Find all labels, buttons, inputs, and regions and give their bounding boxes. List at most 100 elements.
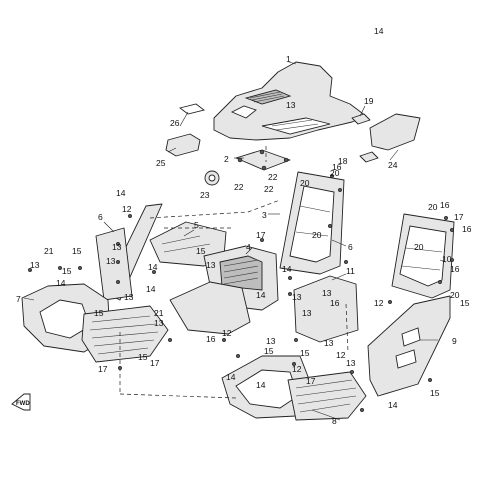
callout-13: 13 — [206, 260, 216, 270]
callout-14: 14 — [56, 278, 66, 288]
callout-3: 3 — [262, 210, 267, 220]
part-24-rear-cover-piece — [369, 113, 421, 151]
callout-14: 14 — [374, 26, 384, 36]
callout-6: 6 — [98, 212, 103, 222]
callout-26: 26 — [170, 118, 180, 128]
callout-13: 13 — [324, 338, 334, 348]
callout-15: 15 — [300, 348, 310, 358]
callout-25: 25 — [156, 158, 166, 168]
leader-lines — [23, 61, 447, 421]
part-18-plate — [359, 151, 379, 163]
callout-16: 16 — [450, 264, 460, 274]
callout-20: 20 — [300, 178, 310, 188]
callout-13: 13 — [30, 260, 40, 270]
callout-13: 13 — [106, 256, 116, 266]
callout-19: 19 — [364, 96, 374, 106]
part-3-left-seat-frame — [279, 171, 345, 275]
right-footboard — [287, 371, 367, 421]
callout-17: 17 — [454, 212, 464, 222]
callout-17: 17 — [98, 364, 108, 374]
callout-13: 13 — [124, 292, 134, 302]
callout-16: 16 — [440, 200, 450, 210]
callout-15: 15 — [264, 346, 274, 356]
callout-4: 4 — [246, 242, 251, 252]
callout-21: 21 — [44, 246, 54, 256]
callout-15: 15 — [196, 246, 206, 256]
callout-11: 11 — [346, 266, 355, 276]
callout-22: 22 — [264, 184, 274, 194]
part-6-left-rail — [95, 203, 163, 301]
fwd-badge-text: FWD — [16, 401, 30, 407]
callout-17: 17 — [150, 358, 160, 368]
callout-24: 24 — [388, 160, 398, 170]
callout-12: 12 — [122, 204, 132, 214]
callout-12: 12 — [222, 328, 232, 338]
part-10-right-seat-frame — [391, 213, 455, 299]
assembly-reference-lines — [119, 146, 349, 399]
callout-15: 15 — [138, 352, 148, 362]
part-9-right-side-panel — [367, 295, 451, 397]
callout-22: 22 — [268, 172, 278, 182]
callout-14: 14 — [282, 264, 292, 274]
callout-15: 15 — [62, 266, 72, 276]
center-rear-fender — [169, 281, 251, 335]
part-11-right-inner-panel — [293, 275, 359, 343]
callout-5: 5 — [194, 220, 199, 230]
callout-labels: 1 2 3 4 5 6 6 7 8 9 10 11 12 12 12 12 12… — [16, 26, 472, 426]
callout-16: 16 — [332, 162, 342, 172]
callout-1: 1 — [286, 54, 291, 64]
callout-13: 13 — [112, 242, 122, 252]
callout-13: 13 — [302, 308, 312, 318]
callout-14: 14 — [146, 284, 156, 294]
part-1-center-console-cover — [213, 61, 367, 141]
callout-7: 7 — [16, 294, 21, 304]
part-26-label — [178, 103, 206, 115]
callout-13: 13 — [346, 358, 356, 368]
callout-21: 21 — [154, 308, 164, 318]
fasteners — [27, 173, 455, 413]
callout-15: 15 — [430, 388, 440, 398]
callout-20: 20 — [414, 242, 424, 252]
callout-8: 8 — [332, 416, 337, 426]
callout-6: 6 — [348, 242, 353, 252]
callout-14: 14 — [388, 400, 398, 410]
callout-13: 13 — [286, 100, 296, 110]
callout-15: 15 — [72, 246, 82, 256]
part-23-grommet — [204, 170, 220, 186]
callout-13: 13 — [322, 288, 332, 298]
callout-20: 20 — [428, 202, 438, 212]
callout-20: 20 — [312, 230, 322, 240]
callout-22: 22 — [234, 182, 244, 192]
callout-10: 10 — [442, 254, 452, 264]
callout-13: 13 — [292, 292, 302, 302]
callout-14: 14 — [256, 290, 266, 300]
callout-12: 12 — [336, 350, 346, 360]
callout-12: 12 — [292, 364, 302, 374]
callout-2: 2 — [224, 154, 229, 164]
callout-14: 14 — [148, 262, 158, 272]
callout-14: 14 — [116, 188, 126, 198]
callout-17: 17 — [256, 230, 266, 240]
callout-16: 16 — [206, 334, 216, 344]
callout-20: 20 — [450, 290, 460, 300]
fwd-direction-badge: FWD — [11, 393, 31, 411]
callout-16: 16 — [330, 298, 340, 308]
part-2-mount-plate — [235, 149, 291, 171]
callout-20: 20 — [330, 168, 340, 178]
callout-9: 9 — [452, 336, 457, 346]
callout-17: 17 — [306, 376, 316, 386]
callout-13: 13 — [154, 318, 164, 328]
callout-12: 12 — [374, 298, 384, 308]
callout-23: 23 — [200, 190, 210, 200]
part-25-cover-plate — [165, 133, 201, 157]
callout-15: 15 — [460, 298, 470, 308]
callout-14: 14 — [256, 380, 266, 390]
callout-16: 16 — [462, 224, 472, 234]
part-8-right-fender — [221, 355, 315, 419]
callout-14: 14 — [226, 372, 236, 382]
callout-13: 13 — [266, 336, 276, 346]
callout-15: 15 — [94, 308, 104, 318]
callout-18: 18 — [338, 156, 348, 166]
left-footboard — [81, 305, 169, 363]
